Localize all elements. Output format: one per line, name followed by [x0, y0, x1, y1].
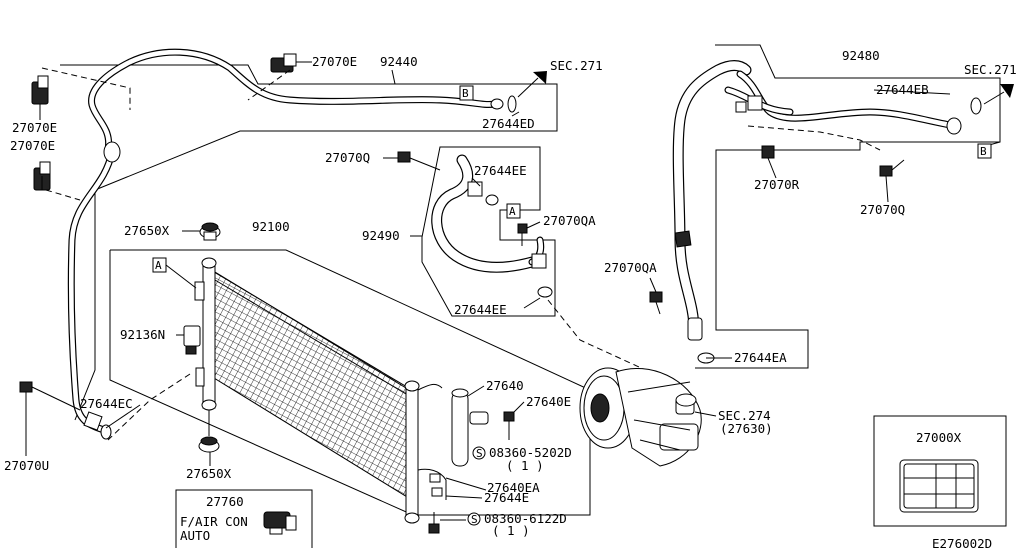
label-27070r: 27070R	[754, 177, 800, 192]
ref-box-a-condenser: A	[152, 257, 167, 273]
bolt-08360-6122d	[428, 512, 440, 534]
label-27630: (27630)	[720, 421, 773, 436]
label-92440: 92440	[380, 54, 418, 69]
label-bolt-08360-6122d: 08360-6122D	[484, 511, 567, 526]
sensor-92136n	[183, 325, 201, 355]
label-auto: AUTO	[180, 528, 210, 543]
label-f-air-con: F/AIR CON	[180, 514, 248, 529]
svg-text:A: A	[509, 205, 516, 218]
label-27070qa-mid: 27070QA	[543, 213, 596, 228]
switch-27760	[263, 511, 297, 535]
label-27070e-left2: 27070E	[10, 138, 55, 153]
label-27070q-right: 27070Q	[860, 202, 905, 217]
pipe-92440	[67, 48, 517, 434]
bolt-27070r	[761, 145, 775, 159]
label-27070e-top: 27070E	[312, 54, 357, 69]
mount-27650x-top	[199, 222, 221, 241]
label-bolt-08360-5202d: 08360-5202D	[489, 445, 572, 460]
receiver-drier-27640	[451, 388, 489, 467]
label-27070u: 27070U	[4, 458, 49, 473]
compressor-27630	[579, 367, 702, 467]
label-27640e: 27640E	[526, 394, 571, 409]
label-27644ea: 27644EA	[734, 350, 787, 365]
label-sec271-left: SEC.271	[550, 58, 603, 73]
bolt-27070qa-right	[649, 291, 663, 315]
ref-box-b-right: B	[977, 143, 992, 159]
label-bolt1-qty: ( 1 )	[506, 458, 544, 473]
s-mark-2: S	[467, 512, 481, 526]
condenser-92100	[194, 257, 443, 524]
label-27644ee-top: 27644EE	[474, 163, 527, 178]
label-92490: 92490	[362, 228, 400, 243]
bolt-27070u	[19, 381, 81, 411]
label-bolt2-qty: ( 1 )	[492, 523, 530, 538]
diagram-code: E276002D	[932, 536, 992, 551]
o-ring-27644ed	[507, 95, 517, 113]
bolt-27070q-mid	[397, 151, 441, 171]
label-sec271-right: SEC.271	[964, 62, 1017, 77]
label-27644ec: 27644EC	[80, 396, 133, 411]
label-27650x-bottom: 27650X	[186, 466, 232, 481]
label-27640ea: 27640EA	[487, 480, 540, 495]
label-27644e: 27644E	[484, 490, 529, 505]
svg-text:B: B	[980, 145, 987, 158]
label-27644eb: 27644EB	[876, 82, 929, 97]
label-27070e-left1: 27070E	[12, 120, 57, 135]
label-27650x-top: 27650X	[124, 223, 170, 238]
label-27644ee-bottom: 27644EE	[454, 302, 507, 317]
label-27070qa-right: 27070QA	[604, 260, 657, 275]
fitting-27640ea	[417, 468, 447, 500]
pipe-92480	[672, 60, 982, 364]
svg-text:S: S	[476, 447, 483, 460]
svg-text:A: A	[155, 259, 162, 272]
ref-box-b-left: B	[459, 85, 474, 101]
svg-text:S: S	[471, 513, 478, 526]
svg-text:B: B	[462, 87, 469, 100]
bolt-27070q-right	[879, 159, 905, 177]
label-92100: 92100	[252, 219, 290, 234]
label-27070q-mid: 27070Q	[325, 150, 370, 165]
mount-27650x-bottom	[198, 436, 220, 453]
label-sticker-27000x	[899, 459, 979, 513]
pipe-fitting	[490, 98, 504, 110]
clip-27070e-left1	[31, 75, 49, 105]
leader-lines	[25, 61, 1001, 521]
hose-92490	[431, 154, 553, 298]
ref-box-a-mid: A	[506, 203, 521, 219]
clip-27070e-top	[270, 53, 297, 73]
pipe-joint	[103, 141, 121, 163]
part-labels: 27070E 92440 SEC.271 27644ED 27070E 2707…	[4, 48, 1017, 551]
sec271-left-arrow	[517, 71, 547, 98]
fitting-27644ec	[83, 411, 112, 440]
label-sec274: SEC.274	[718, 408, 771, 423]
label-27000x: 27000X	[916, 430, 962, 445]
label-27640: 27640	[486, 378, 524, 393]
bolt-08360-5202d	[503, 411, 515, 440]
s-mark-1: S	[472, 446, 486, 460]
sec271-right-arrow	[983, 84, 1014, 105]
label-92480: 92480	[842, 48, 880, 63]
label-27644ed: 27644ED	[482, 116, 535, 131]
label-92136n: 92136N	[120, 327, 165, 342]
label-27760: 27760	[206, 494, 244, 509]
bolt-27070qa-mid	[517, 223, 528, 246]
